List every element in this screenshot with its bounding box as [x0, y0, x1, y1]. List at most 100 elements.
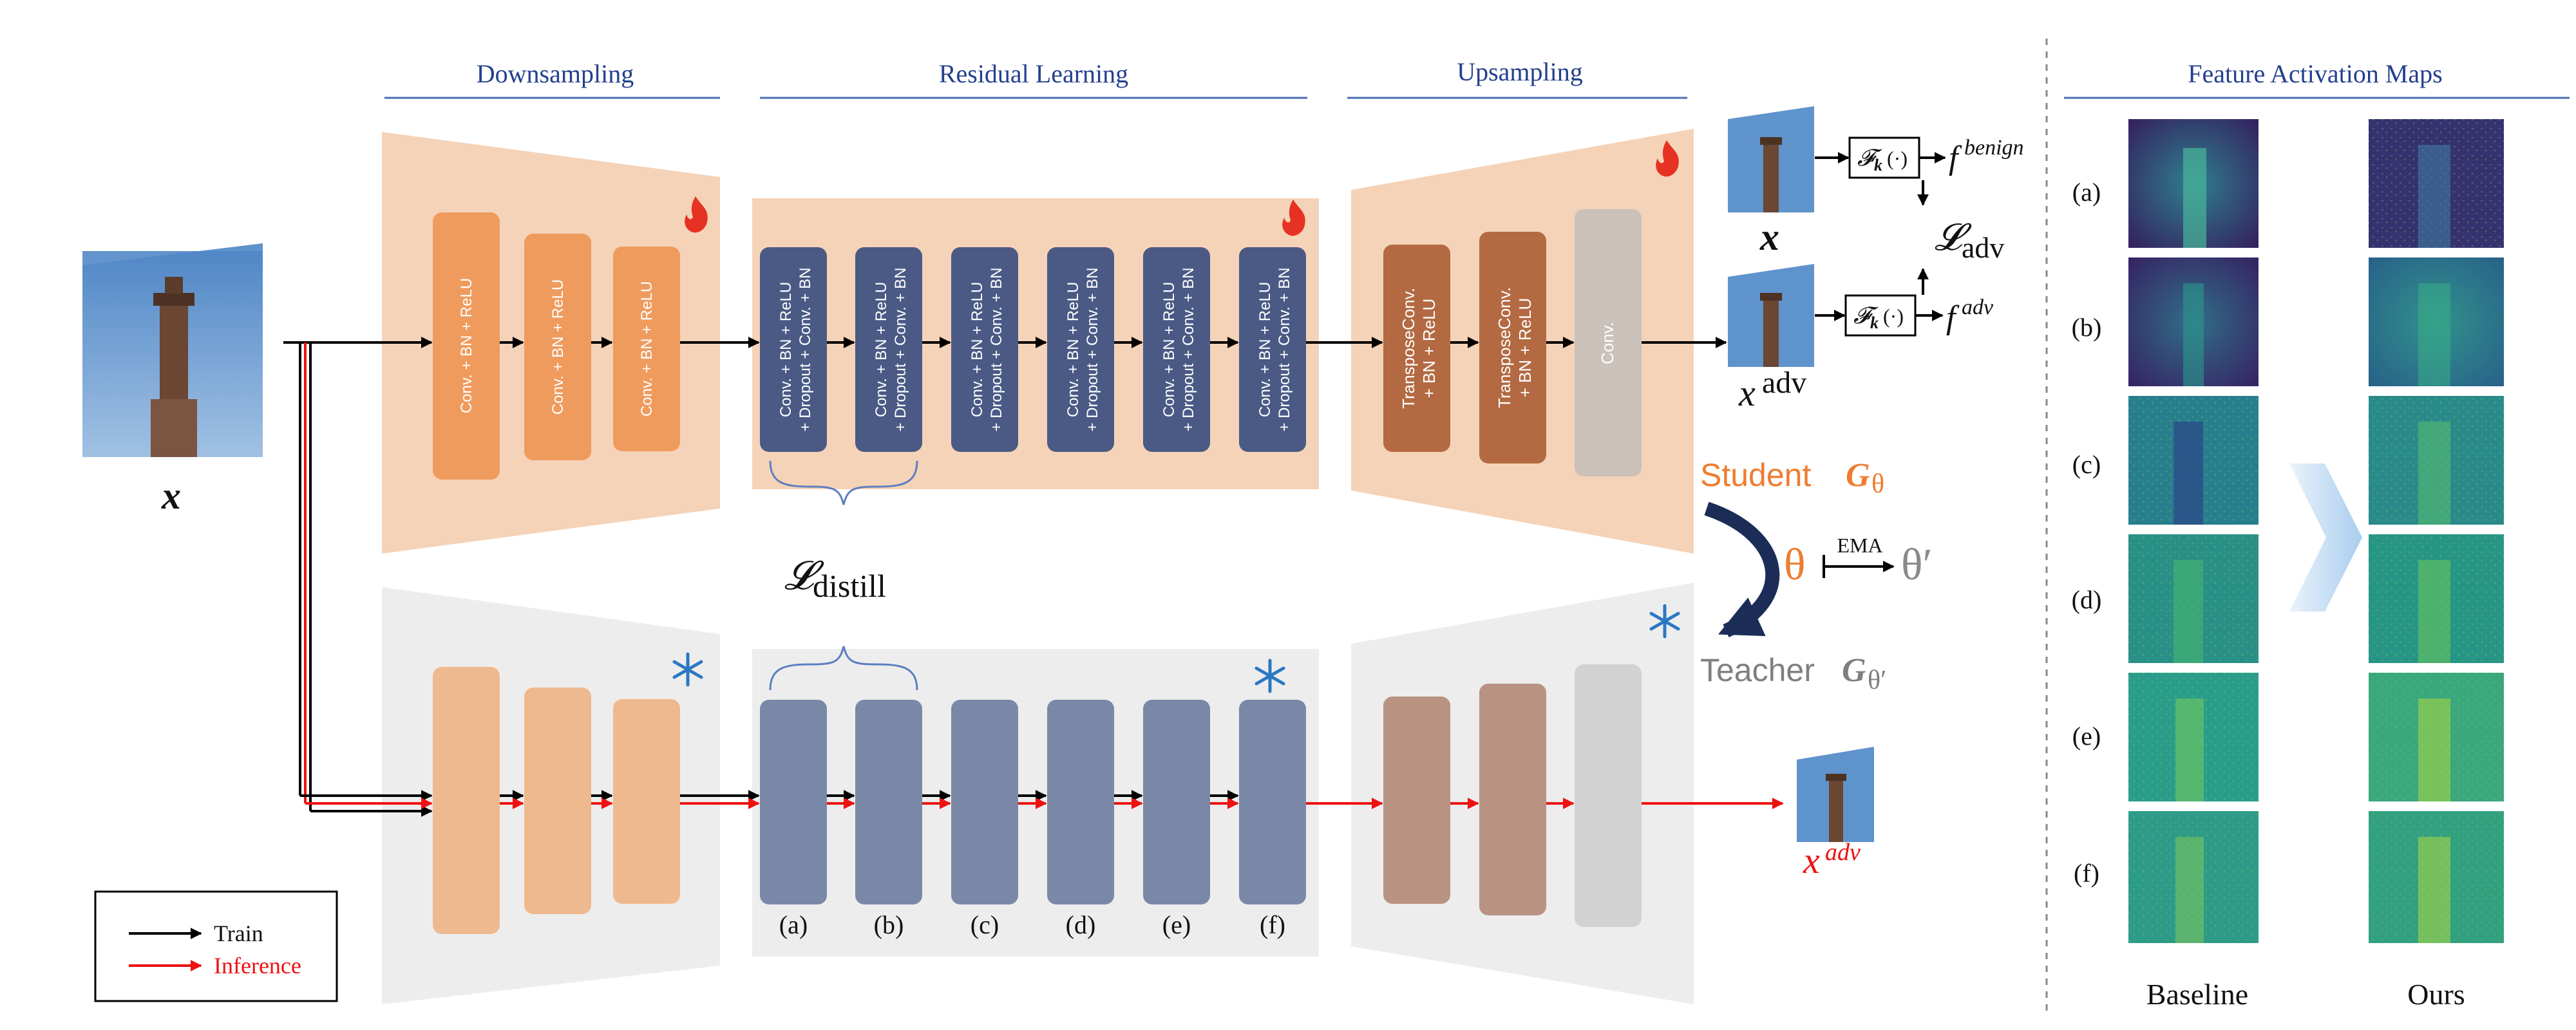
baseline-map-f [2128, 811, 2259, 943]
ours-maps [2369, 119, 2504, 943]
teacher-train-flow [300, 790, 1239, 817]
baseline-map-b [2128, 258, 2259, 386]
snowflake-icon [1255, 659, 1285, 693]
down-block-1 [433, 212, 500, 480]
up-block-2 [1479, 232, 1546, 464]
act-row-b: (b) [2072, 313, 2102, 342]
adv-image-top-label: x adv [1738, 366, 1806, 414]
res-block-a: Conv. + BN + ReLU + Dropout + Conv. + BN [760, 247, 827, 452]
svg-text:benign: benign [1964, 136, 2024, 160]
baseline-map-c [2128, 396, 2259, 525]
down-block-2 [524, 234, 591, 460]
down-block-2-label: Conv. + BN + ReLU [549, 279, 567, 415]
fk-box-benign [1848, 136, 1920, 179]
svg-text:Teacher: Teacher [1700, 652, 1815, 688]
res-letter-d: (d) [1066, 910, 1096, 939]
svg-text:TransposeConv.: TransposeConv. [1399, 288, 1418, 409]
teacher-down-blocks [433, 667, 680, 934]
snowflake-icon [1649, 604, 1680, 639]
svg-text:adv: adv [1825, 839, 1861, 866]
svg-text:+ BN + ReLU: + BN + ReLU [1515, 298, 1535, 398]
down-block-1-label: Conv. + BN + ReLU [458, 278, 475, 413]
up-block-1 [1383, 245, 1450, 452]
svg-text:θ′: θ′ [1868, 666, 1886, 695]
baseline-map-a [2128, 119, 2259, 248]
act-row-f: (f) [2074, 859, 2099, 888]
legend-train-label: Train [214, 921, 263, 946]
ema-label: EMA [1837, 534, 1882, 557]
svg-text:f: f [1946, 299, 1960, 336]
flame-icon [1656, 140, 1679, 177]
svg-text:k: k [1870, 314, 1879, 332]
svg-text:f: f [1949, 140, 1962, 176]
svg-text:adv: adv [1962, 231, 2004, 264]
theta-teacher: θ′ [1901, 540, 1933, 590]
svg-text:Conv. + BN + ReLU: Conv. + BN + ReLU [1256, 282, 1274, 417]
residual-letters: (a) (b) (c) (d) (e) (f) [779, 910, 1285, 939]
ours-map-c [2369, 396, 2504, 525]
svg-text:+ Dropout + Conv. + BN: + Dropout + Conv. + BN [797, 267, 814, 431]
legend-inference-label: Inference [214, 953, 301, 979]
chevron-right-icon [2289, 464, 2362, 612]
svg-text:+ BN + ReLU: + BN + ReLU [1419, 299, 1439, 398]
res-letter-b: (b) [874, 910, 904, 939]
svg-text:x: x [1803, 839, 1820, 881]
svg-text:+ Dropout + Conv. + BN: + Dropout + Conv. + BN [988, 267, 1005, 431]
residual-title: Residual Learning [939, 59, 1128, 88]
baseline-maps [2128, 119, 2259, 943]
svg-text:G: G [1846, 457, 1870, 494]
baseline-caption: Baseline [2146, 978, 2248, 1011]
input-image [82, 243, 263, 457]
input-label: x [161, 474, 181, 517]
res-letter-e: (e) [1162, 910, 1191, 939]
upsampling-title: Upsampling [1457, 57, 1583, 86]
theta-student: θ [1784, 540, 1806, 590]
adv-image-top [1728, 264, 1814, 367]
ours-caption: Ours [2407, 978, 2465, 1011]
act-row-d: (d) [2072, 585, 2102, 614]
svg-text:θ: θ [1871, 469, 1884, 499]
ours-map-b [2369, 258, 2504, 386]
f-adv-label: f adv [1946, 295, 1994, 336]
ours-map-f [2369, 811, 2504, 943]
baseline-map-d [2128, 534, 2259, 663]
snowflake-icon [672, 652, 703, 687]
res-block-c: Conv. + BN + ReLU + Dropout + Conv. + BN [951, 247, 1018, 452]
ours-map-e [2369, 673, 2504, 801]
res-letter-f: (f) [1260, 910, 1285, 939]
svg-text:k: k [1874, 156, 1882, 174]
act-row-c: (c) [2072, 450, 2101, 479]
ema-arc-arrow [1704, 501, 1780, 638]
student-down-blocks: Conv. + BN + ReLU Conv. + BN + ReLU Conv… [433, 212, 680, 480]
svg-text:Conv.: Conv. [1598, 322, 1617, 364]
svg-text:Conv. + BN + ReLU: Conv. + BN + ReLU [1065, 282, 1082, 417]
ours-map-d [2369, 534, 2504, 663]
benign-image [1728, 106, 1814, 212]
svg-text:(·): (·) [1883, 304, 1904, 328]
res-letter-a: (a) [779, 910, 808, 939]
down-block-3-label: Conv. + BN + ReLU [638, 281, 656, 417]
teacher-label: Teacher G θ′ [1700, 652, 1886, 695]
student-res-blocks: Conv. + BN + ReLU + Dropout + Conv. + BN… [760, 247, 1306, 452]
f-benign-label: f benign [1949, 136, 2024, 176]
adv-image-output [1797, 747, 1874, 842]
svg-text:Conv. + BN + ReLU: Conv. + BN + ReLU [1160, 282, 1178, 417]
act-row-e: (e) [2072, 722, 2101, 751]
loss-adv-label: 𝓛 adv [1935, 216, 2004, 264]
svg-text:G: G [1842, 652, 1866, 689]
res-block-b: Conv. + BN + ReLU + Dropout + Conv. + BN [855, 247, 922, 452]
input-branch [299, 342, 312, 811]
svg-text:+ Dropout + Conv. + BN: + Dropout + Conv. + BN [892, 267, 909, 431]
legend-box [94, 890, 338, 1002]
benign-image-label: x [1759, 216, 1779, 258]
act-row-a: (a) [2072, 178, 2101, 207]
res-block-f: Conv. + BN + ReLU + Dropout + Conv. + BN [1239, 247, 1306, 452]
student-label: Student G θ [1700, 457, 1884, 499]
svg-text:Conv. + BN + ReLU: Conv. + BN + ReLU [777, 282, 795, 417]
distill-brace-bottom [769, 646, 918, 691]
teacher-up-blocks [1383, 664, 1642, 927]
svg-text:Student: Student [1700, 457, 1811, 493]
res-letter-c: (c) [971, 910, 999, 939]
ours-map-a [2369, 119, 2504, 248]
res-block-d: Conv. + BN + ReLU + Dropout + Conv. + BN [1047, 247, 1114, 452]
